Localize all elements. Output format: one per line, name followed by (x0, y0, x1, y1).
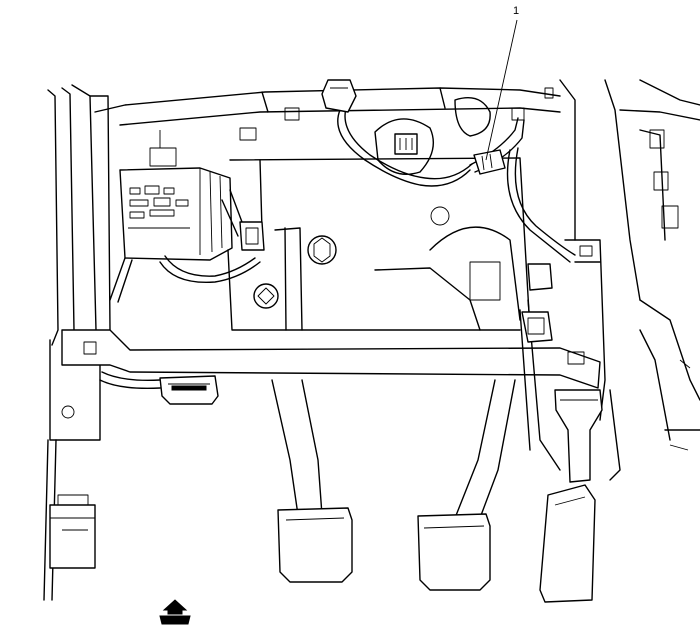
control-module (119, 130, 233, 261)
left-side-trim (43, 84, 111, 601)
accelerator-pedal (519, 239, 606, 603)
callout-1-leader (485, 19, 518, 161)
vehicle-front-arrow-icon (159, 599, 191, 625)
right-side-trim (559, 79, 700, 481)
callout-1-label: 1 (513, 5, 520, 17)
pedal-bracket (227, 97, 531, 331)
connector-under-bar (159, 375, 219, 405)
brake-pedal (417, 379, 516, 591)
wiring-harness (99, 79, 576, 390)
lower-support-bar (61, 329, 601, 389)
column-mount (374, 118, 434, 175)
connector-lower-left (49, 494, 96, 569)
clutch-pedal (271, 379, 353, 583)
